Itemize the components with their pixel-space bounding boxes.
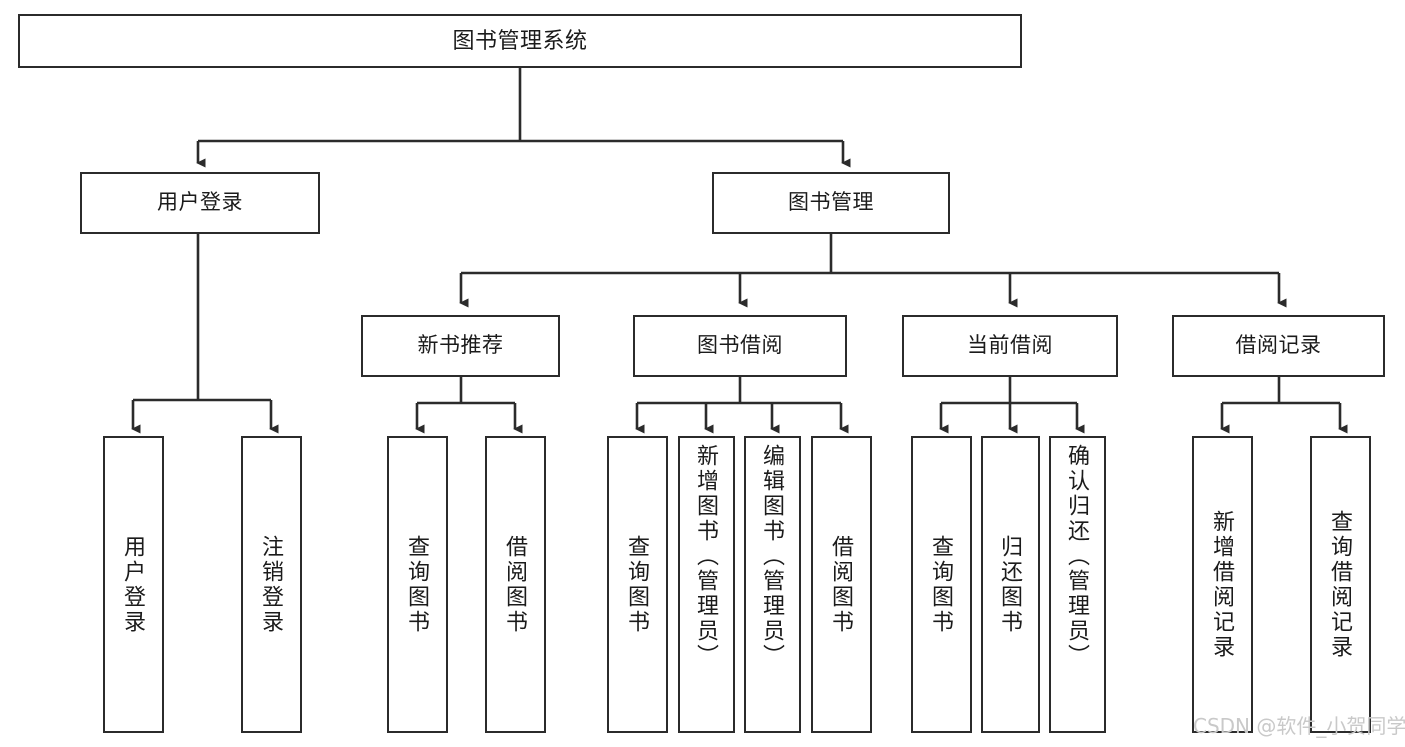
node-label: 新增图书（管理员） [694, 444, 720, 669]
node-label: 新书推荐 [417, 334, 504, 358]
leaf-return-book[interactable]: 归还图书 [981, 436, 1040, 733]
node-label: 借阅图书 [829, 534, 855, 635]
node-user-login[interactable]: 用户登录 [80, 172, 320, 234]
node-root[interactable]: 图书管理系统 [18, 14, 1022, 68]
leaf-borrow-book-newbook[interactable]: 借阅图书 [485, 436, 546, 733]
node-label: 当前借阅 [967, 334, 1053, 358]
node-label: 图书借阅 [697, 334, 783, 358]
node-label: 新增借阅记录 [1210, 509, 1236, 660]
node-label: 查询借阅记录 [1328, 509, 1354, 660]
leaf-user-login[interactable]: 用户登录 [103, 436, 164, 733]
node-label: 编辑图书（管理员） [760, 444, 786, 669]
leaf-edit-book-admin[interactable]: 编辑图书（管理员） [744, 436, 801, 733]
leaf-confirm-return-admin[interactable]: 确认归还（管理员） [1049, 436, 1106, 733]
leaf-logout[interactable]: 注销登录 [241, 436, 302, 733]
leaf-query-book-borrow[interactable]: 查询图书 [607, 436, 668, 733]
leaf-query-book-newbook[interactable]: 查询图书 [387, 436, 448, 733]
leaf-add-book-admin[interactable]: 新增图书（管理员） [678, 436, 735, 733]
leaf-query-book-current[interactable]: 查询图书 [911, 436, 972, 733]
node-label: 归还图书 [998, 534, 1024, 635]
node-label: 用户登录 [121, 534, 147, 635]
node-label: 查询图书 [929, 534, 955, 635]
node-label: 查询图书 [625, 534, 651, 635]
node-label: 用户登录 [157, 191, 243, 215]
leaf-query-borrow-record[interactable]: 查询借阅记录 [1310, 436, 1371, 733]
node-label: 确认归还（管理员） [1065, 444, 1091, 669]
node-label: 图书管理 [788, 191, 874, 215]
node-label: 借阅记录 [1235, 334, 1322, 358]
node-new-book-recommend[interactable]: 新书推荐 [361, 315, 560, 377]
node-label: 查询图书 [405, 534, 431, 635]
leaf-borrow-book[interactable]: 借阅图书 [811, 436, 872, 733]
node-book-management[interactable]: 图书管理 [712, 172, 950, 234]
node-borrow-record[interactable]: 借阅记录 [1172, 315, 1385, 377]
node-label: 图书管理系统 [452, 27, 588, 53]
node-book-borrow[interactable]: 图书借阅 [633, 315, 847, 377]
node-current-borrow[interactable]: 当前借阅 [902, 315, 1118, 377]
node-label: 借阅图书 [503, 534, 529, 635]
leaf-add-borrow-record[interactable]: 新增借阅记录 [1192, 436, 1253, 733]
node-label: 注销登录 [259, 534, 285, 635]
watermark: CSDN @软件_小贺同学 [1193, 714, 1405, 738]
